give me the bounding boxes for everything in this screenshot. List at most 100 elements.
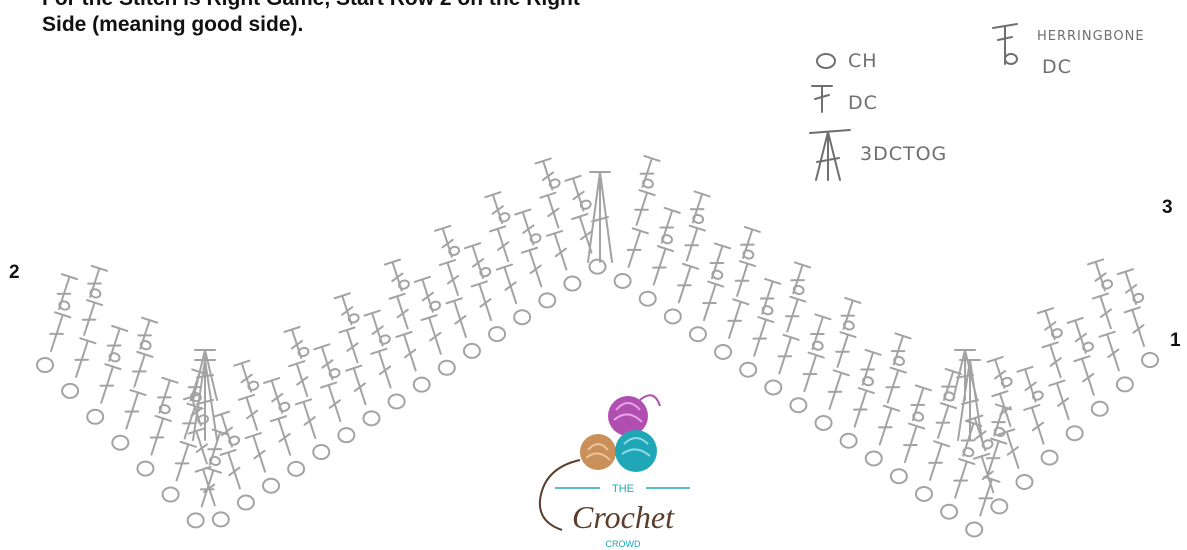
herringbone-dc-symbol: [1088, 259, 1113, 293]
dc-stitch-symbol: [1100, 332, 1127, 373]
herringbone-dc-symbol: [735, 227, 760, 261]
dc-stitch-symbol: [339, 328, 365, 365]
chain-stitch-symbol: [715, 345, 731, 359]
herringbone-dc-symbol: [51, 274, 78, 312]
herringbone-dc-symbol: [805, 314, 832, 352]
dc-stitch-symbol: [144, 416, 171, 457]
herringbone-dc-symbol: [536, 158, 561, 192]
dc-stitch-symbol: [696, 282, 723, 323]
chain-stitch-symbol: [1067, 426, 1083, 440]
herringbone-dc-symbol: [83, 266, 108, 300]
chain-stitch-symbol: [690, 327, 706, 341]
chain-stitch-symbol: [37, 358, 53, 372]
chain-stitch-symbol: [112, 436, 128, 450]
dc-stitch-symbol: [43, 312, 70, 353]
row-number-1: 1: [1170, 330, 1181, 351]
dc-stitch-symbol: [396, 332, 423, 373]
chain-stitch-symbol: [841, 434, 857, 448]
chain-stitch-symbol: [313, 445, 329, 459]
chain-stitch-symbol: [665, 309, 681, 323]
chain-stitch-symbol: [539, 293, 555, 307]
dc-stitch-symbol: [947, 459, 974, 500]
chain-stitch-symbol: [866, 451, 882, 465]
chain-stitch-symbol: [1142, 353, 1158, 367]
stitch-marks: [37, 156, 1158, 536]
herringbone-dc-symbol: [635, 156, 660, 190]
dc-stitch-symbol: [797, 353, 824, 394]
dc-stitch-symbol: [169, 442, 196, 483]
herringbone-dc-symbol: [152, 378, 179, 416]
herringbone-dc-symbol: [364, 310, 391, 348]
herringbone-dc-symbol: [654, 208, 681, 246]
dc-stitch-symbol: [897, 424, 924, 465]
herringbone-dc-symbol: [284, 327, 309, 361]
chain-stitch-symbol: [514, 310, 530, 324]
herringbone-dc-symbol: [1017, 366, 1044, 404]
chain-stitch-symbol: [615, 274, 631, 288]
dc-stitch-symbol: [94, 364, 121, 405]
row-number-2: 2: [9, 262, 20, 283]
key-herringbone-symbol: [993, 24, 1017, 64]
dc-stitch-symbol: [371, 349, 398, 390]
herringbone-dc-symbol: [685, 191, 710, 225]
dc-stitch-symbol: [880, 368, 906, 405]
chain-stitch-symbol: [1092, 402, 1108, 416]
dc-stitch-symbol: [440, 260, 466, 297]
key-dc-symbol: [812, 86, 832, 112]
chain-stitch-symbol: [414, 378, 430, 392]
dc-stitch-symbol: [490, 226, 516, 263]
dc-stitch-symbol: [721, 299, 748, 340]
crochet-crowd-logo: THE Crochet CROWD: [540, 395, 690, 549]
chain-stitch-symbol: [489, 327, 505, 341]
dc-stitch-symbol: [472, 281, 499, 322]
chain-stitch-symbol: [288, 462, 304, 476]
chain-stitch-symbol: [765, 380, 781, 394]
dc-stitch-symbol: [221, 450, 248, 491]
dc-stitch-symbol: [1074, 356, 1101, 397]
dc-stitch-symbol: [1024, 405, 1051, 446]
herringbone-dc-symbol: [515, 209, 542, 247]
chain-stitch-symbol: [966, 522, 982, 536]
chain-stitch-symbol: [62, 384, 78, 398]
herringbone-dc-symbol: [786, 262, 811, 296]
dc-stitch-symbol: [246, 433, 273, 474]
key-herringbone-label-dc: DC: [1042, 56, 1072, 78]
herringbone-dc-symbol: [1068, 318, 1095, 356]
herringbone-dc-symbol: [855, 350, 882, 388]
dc-stitch-symbol: [930, 403, 956, 440]
dc-stitch-symbol: [671, 264, 698, 305]
chain-stitch-symbol: [87, 410, 103, 424]
herringbone-dc-symbol: [234, 360, 259, 394]
dc-stitch-symbol: [1093, 294, 1119, 331]
dc-stitch-symbol: [847, 388, 874, 429]
dc-stitch-symbol: [772, 335, 799, 376]
dc-stitch-symbol: [77, 300, 103, 337]
chain-stitch-symbol: [564, 277, 580, 291]
chain-stitch-symbol: [188, 513, 204, 527]
dc-stitch-symbol: [621, 228, 648, 269]
dc-stitch-symbol: [421, 315, 448, 356]
herringbone-dc-symbol: [102, 326, 129, 364]
row-number-3: 3: [1162, 197, 1173, 218]
herringbone-dc-symbol: [385, 259, 410, 293]
chain-stitch-symbol: [439, 361, 455, 375]
dc-stitch-symbol: [729, 261, 755, 298]
chain-stitch-symbol: [137, 462, 153, 476]
herringbone-dc-symbol: [415, 277, 442, 315]
chain-stitch-symbol: [1042, 451, 1058, 465]
chain-stitch-symbol: [263, 479, 279, 493]
dc-stitch-symbol: [629, 190, 655, 227]
herringbone-dc-symbol: [755, 279, 782, 317]
dc-stitch-symbol: [646, 246, 673, 287]
dc-stitch-symbol: [922, 441, 949, 482]
dc-stitch-symbol: [195, 467, 222, 508]
chain-stitch-symbol: [389, 394, 405, 408]
chain-stitch-symbol: [213, 512, 229, 526]
logo-word-crowd: CROWD: [606, 539, 641, 549]
dc-stitch-symbol: [780, 297, 806, 334]
chain-stitch-symbol: [590, 260, 606, 274]
dc-stitch-symbol: [547, 231, 574, 272]
herringbone-dc-symbol: [565, 176, 592, 214]
herringbone-dc-symbol: [936, 369, 961, 403]
dc-stitch-symbol: [540, 193, 566, 230]
